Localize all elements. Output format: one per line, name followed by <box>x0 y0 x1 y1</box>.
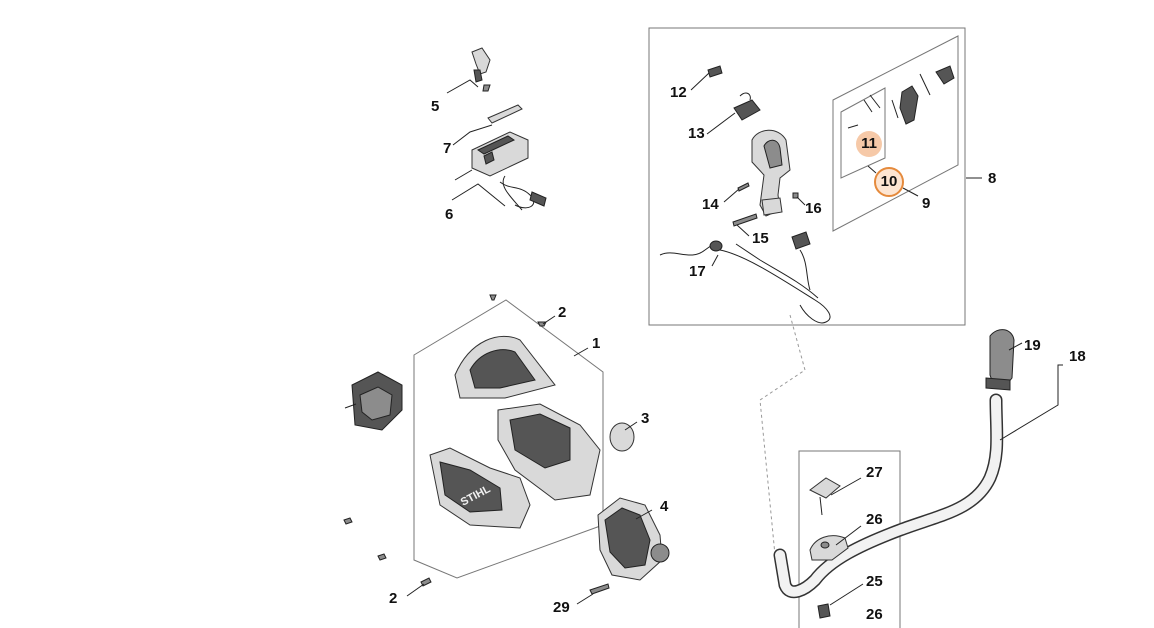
callout-19: 19 <box>1024 337 1041 354</box>
connection-dashed-line <box>759 314 806 556</box>
part-5-trigger <box>471 47 491 92</box>
callout-16: 16 <box>805 200 822 217</box>
part-25-nut <box>817 603 831 619</box>
part-27-wing-screw <box>809 477 841 516</box>
callout-2-bottom: 2 <box>389 590 398 607</box>
switch-kit-frame <box>832 35 959 232</box>
callout-6: 6 <box>445 206 454 223</box>
part-1-housing <box>429 335 601 529</box>
side-cap-part <box>351 371 403 431</box>
part-12-13-connectors <box>707 65 761 121</box>
callout-3: 3 <box>641 410 650 427</box>
callout-29: 29 <box>553 599 570 616</box>
part-26-clamp <box>809 535 849 561</box>
handle-assembly-frame <box>648 27 966 326</box>
bolt-kit-frame <box>798 450 901 628</box>
callout-17: 17 <box>689 263 706 280</box>
callout-27: 27 <box>866 464 883 481</box>
part-7-spring-plate <box>487 104 523 124</box>
callout-14: 14 <box>702 196 719 213</box>
callout-4: 4 <box>660 498 669 515</box>
leader-lines <box>344 72 1063 606</box>
callout-18: 18 <box>1069 348 1086 365</box>
part-4-motor-mount <box>597 497 670 581</box>
callout-10-selected[interactable]: 10 <box>874 167 904 197</box>
callout-12: 12 <box>670 84 687 101</box>
callout-2-top: 2 <box>558 304 567 321</box>
part-6-switch-block <box>471 131 547 211</box>
switch-kit-parts <box>847 65 955 129</box>
callout-9: 9 <box>922 195 931 212</box>
callout-26-upper: 26 <box>866 511 883 528</box>
screws <box>343 182 799 595</box>
part-3-gasket <box>609 422 635 452</box>
callout-7: 7 <box>443 140 452 157</box>
handle-grip <box>751 129 791 217</box>
callout-5: 5 <box>431 98 440 115</box>
part-17-cable <box>659 231 831 324</box>
part-18-tube-highlight <box>775 395 1002 597</box>
callout-25: 25 <box>866 573 883 590</box>
callout-26-lower: 26 <box>866 606 883 623</box>
callout-13: 13 <box>688 125 705 142</box>
callout-8: 8 <box>988 170 997 187</box>
part-18-tube <box>773 393 1004 599</box>
callout-1: 1 <box>592 335 601 352</box>
callout-11-highlighted[interactable]: 11 <box>856 131 882 157</box>
part-19-grip <box>985 329 1015 391</box>
callout-15: 15 <box>752 230 769 247</box>
